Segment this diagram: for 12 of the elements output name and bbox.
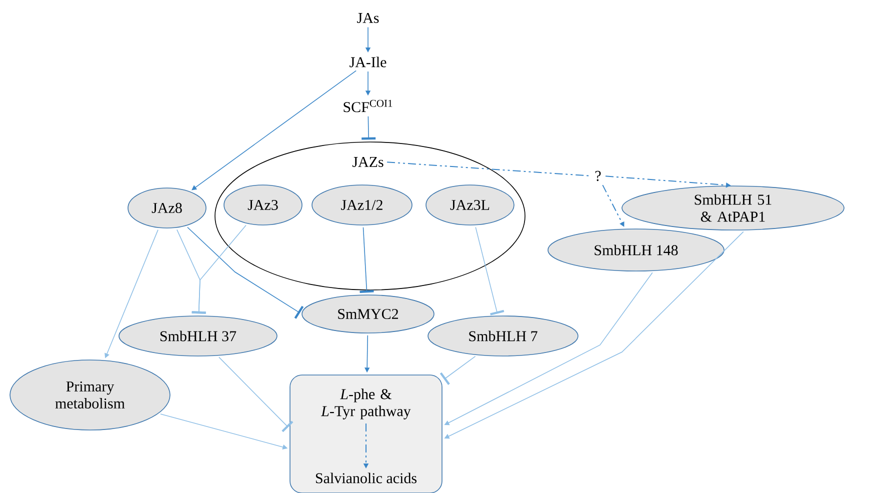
node-label: ? xyxy=(595,170,601,182)
node-label: JAs xyxy=(357,12,379,24)
arrow xyxy=(475,226,504,316)
node-label: Salvianolic acids xyxy=(316,472,416,484)
arrow xyxy=(192,224,246,314)
node-label: SCF$^{COI1}$ xyxy=(344,100,392,112)
node-label: JA-Ile xyxy=(350,56,386,68)
node-label: L-phe & L-Tyr pathway xyxy=(320,388,411,420)
pathway-box xyxy=(290,374,442,493)
arrow xyxy=(360,226,374,293)
arrow xyxy=(192,70,356,190)
arrow xyxy=(362,116,376,140)
